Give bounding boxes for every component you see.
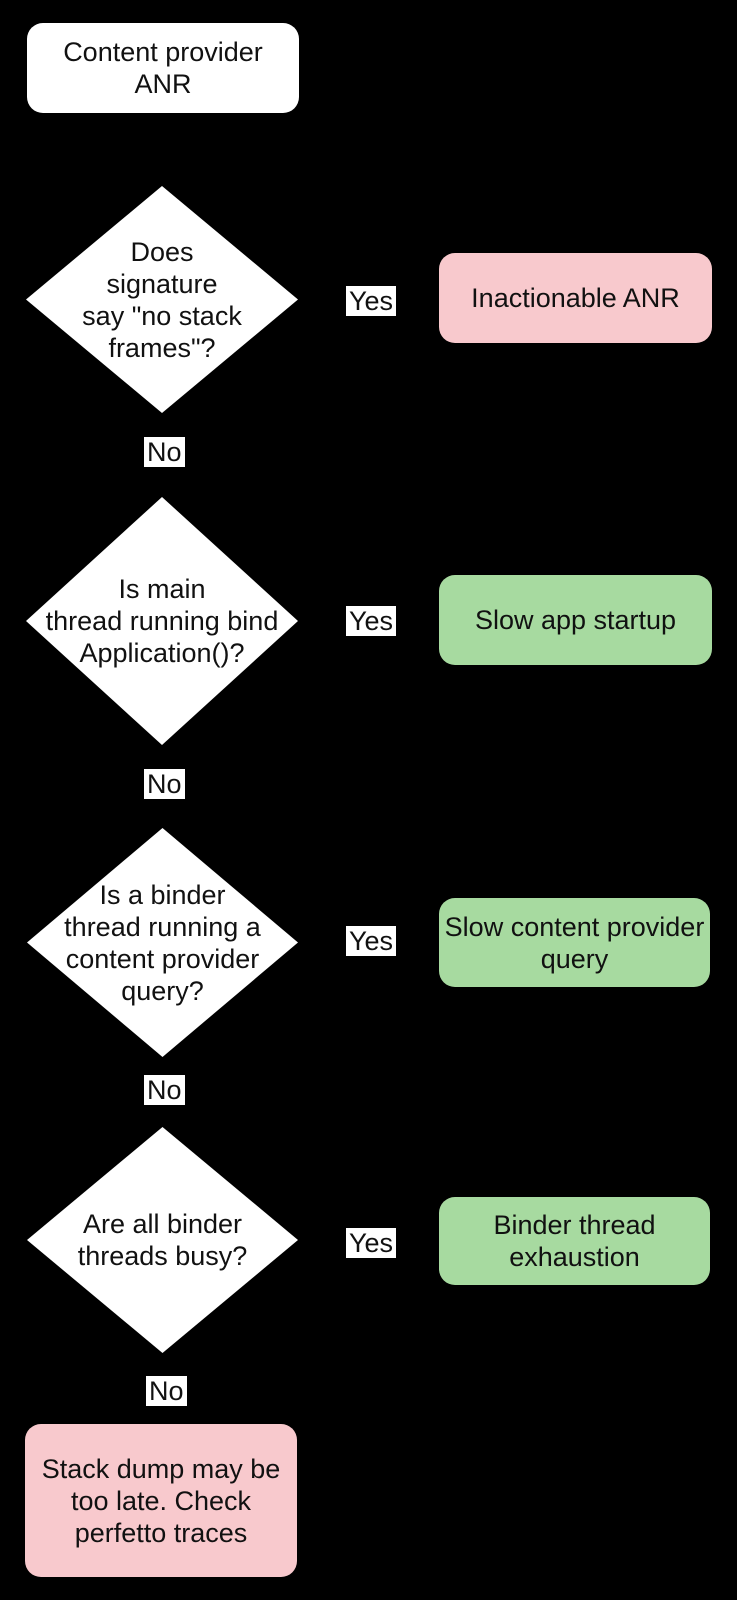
yes-edge-label-text: Yes xyxy=(349,606,394,636)
yes-edge-label: Yes xyxy=(346,1228,397,1258)
start-node-label: Content provider ANR xyxy=(63,37,263,99)
final-node-label: Stack dump may be too late. Check perfet… xyxy=(41,1453,281,1548)
decision-question: Is main thread running bind Application(… xyxy=(45,574,279,668)
no-edge-label-text: No xyxy=(147,437,182,467)
outcome-box-inactionable-anr: Inactionable ANR xyxy=(439,253,712,343)
no-edge-label-text: No xyxy=(147,769,182,799)
no-edge-label: No xyxy=(144,1075,185,1105)
outcome-text: Binder thread exhaustion xyxy=(493,1210,656,1272)
decision-question: Are all binder threads busy? xyxy=(77,1209,248,1271)
decision-question: Is a binder thread running a content pro… xyxy=(64,879,261,1006)
outcome-box-binder-thread-exhaustion: Binder thread exhaustion xyxy=(439,1197,710,1285)
yes-edge-label-text: Yes xyxy=(349,286,394,316)
outcome-text: Inactionable ANR xyxy=(471,283,680,313)
yes-edge-label: Yes xyxy=(346,286,397,316)
start-node: Content provider ANR xyxy=(27,23,299,113)
outcome-text: Slow content provider query xyxy=(444,911,705,974)
yes-edge-label: Yes xyxy=(346,606,397,636)
yes-edge-label-text: Yes xyxy=(349,926,394,956)
no-edge-label-text: No xyxy=(149,1376,184,1406)
no-edge-label: No xyxy=(146,1376,187,1406)
no-edge-label: No xyxy=(144,769,185,799)
final-node-stack-dump-too-late: Stack dump may be too late. Check perfet… xyxy=(25,1424,297,1577)
decision-diamond-no-stack-frames: Does signature say "no stack frames"? xyxy=(26,186,298,413)
decision-diamond-binder-threads-busy: Are all binder threads busy? xyxy=(27,1127,298,1353)
outcome-text: Slow app startup xyxy=(474,605,677,635)
yes-edge-label: Yes xyxy=(346,926,397,956)
decision-diamond-bind-application: Is main thread running bind Application(… xyxy=(26,497,298,745)
no-edge-label-text: No xyxy=(147,1075,182,1105)
decision-question: Does signature say "no stack frames"? xyxy=(82,236,242,363)
decision-diamond-content-provider-query: Is a binder thread running a content pro… xyxy=(27,828,298,1057)
yes-edge-label-text: Yes xyxy=(349,1228,394,1258)
outcome-box-slow-app-startup: Slow app startup xyxy=(439,575,712,665)
no-edge-label: No xyxy=(144,437,185,467)
outcome-box-slow-content-provider-query: Slow content provider query xyxy=(439,898,710,987)
